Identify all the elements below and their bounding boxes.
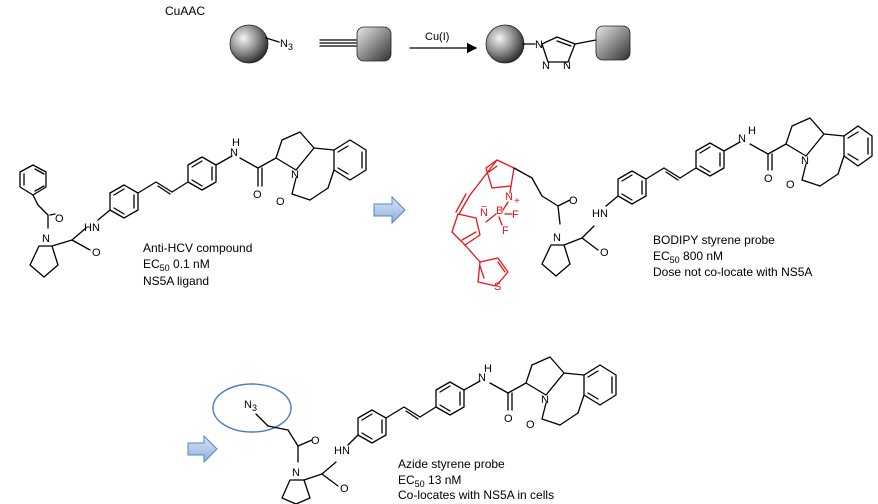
svg-text:O: O [92, 247, 101, 259]
svg-text:O: O [526, 419, 535, 431]
compound-note: Dose not co-locate with NS5A [653, 265, 812, 279]
cuaac-scheme: CuAAC N3 Cu(I) N N N [165, 4, 631, 72]
svg-text:HN: HN [84, 222, 100, 234]
svg-text:N: N [505, 191, 513, 203]
compound-note: NS5A ligand [143, 274, 209, 288]
svg-text:N: N [292, 467, 300, 479]
svg-text:O: O [600, 247, 609, 259]
svg-text:O: O [55, 213, 64, 225]
svg-text:HN: HN [334, 445, 350, 457]
svg-text:N: N [801, 155, 809, 167]
svg-text:F: F [512, 209, 519, 221]
catalyst-label: Cu(I) [425, 31, 449, 43]
triazole-ring: N N N [522, 36, 597, 72]
compound-name: Anti-HCV compound [143, 241, 252, 255]
svg-text:HN: HN [592, 208, 608, 220]
svg-text:O: O [569, 195, 578, 207]
svg-text:N: N [563, 60, 571, 72]
caption-anti-hcv: Anti-HCV compound EC50 0.1 nM NS5A ligan… [143, 241, 252, 288]
compound-note: Co-locates with NS5A in cells [398, 488, 554, 502]
svg-text:O: O [276, 196, 285, 208]
svg-text:N: N [480, 207, 488, 219]
compound-anti-hcv: O N O HN N H O N [19, 131, 367, 278]
compound-activity: EC50 0.1 nM [143, 257, 210, 273]
caption-bodipy: BODIPY styrene probe EC50 800 nM Dose no… [653, 233, 812, 279]
svg-text:N: N [42, 233, 50, 245]
compound-name: BODIPY styrene probe [653, 233, 775, 247]
compound-activity: EC50 13 nM [398, 473, 461, 489]
azide-group-label: N3 [244, 399, 257, 413]
svg-text:N: N [291, 169, 299, 181]
caption-azide: Azide styrene probe EC50 13 nM Co-locate… [398, 457, 554, 502]
cube-product [595, 25, 631, 61]
sphere-product [485, 24, 525, 64]
scheme-title: CuAAC [165, 4, 205, 18]
svg-text:−: − [481, 202, 487, 213]
sphere-reactant [229, 24, 269, 64]
block-arrow-1 [373, 195, 406, 225]
compound-name: Azide styrene probe [398, 457, 505, 471]
svg-text:O: O [764, 173, 773, 185]
svg-text:N: N [553, 232, 561, 244]
block-arrow-2 [187, 434, 218, 464]
svg-text:O: O [786, 179, 795, 191]
svg-text:N: N [541, 394, 549, 406]
svg-text:N: N [738, 133, 746, 145]
svg-text:+: + [514, 196, 520, 207]
bodipy-core: N B F F N − + S [451, 159, 520, 293]
cube-reactant [356, 26, 392, 62]
compound-bodipy: N B F F N − + S O N O [451, 117, 873, 293]
svg-text:O: O [311, 435, 320, 447]
svg-text:S: S [494, 281, 501, 293]
compound-activity: EC50 800 nM [653, 249, 723, 265]
azide-highlight [212, 383, 292, 433]
svg-text:O: O [504, 413, 513, 425]
svg-text:B: B [496, 205, 503, 217]
svg-text:H: H [484, 363, 492, 375]
compound-azide: N3 O N O HN N H O N [212, 356, 617, 504]
svg-text:H: H [232, 137, 240, 149]
svg-text:N: N [478, 372, 486, 384]
alkyne-bond [319, 39, 357, 47]
svg-text:F: F [502, 225, 509, 237]
azide-label: N3 [280, 38, 293, 52]
svg-text:N: N [535, 39, 543, 51]
svg-text:O: O [253, 189, 262, 201]
svg-text:N: N [542, 60, 550, 72]
svg-text:O: O [340, 483, 349, 495]
svg-text:N: N [230, 147, 238, 159]
svg-text:H: H [748, 125, 756, 137]
